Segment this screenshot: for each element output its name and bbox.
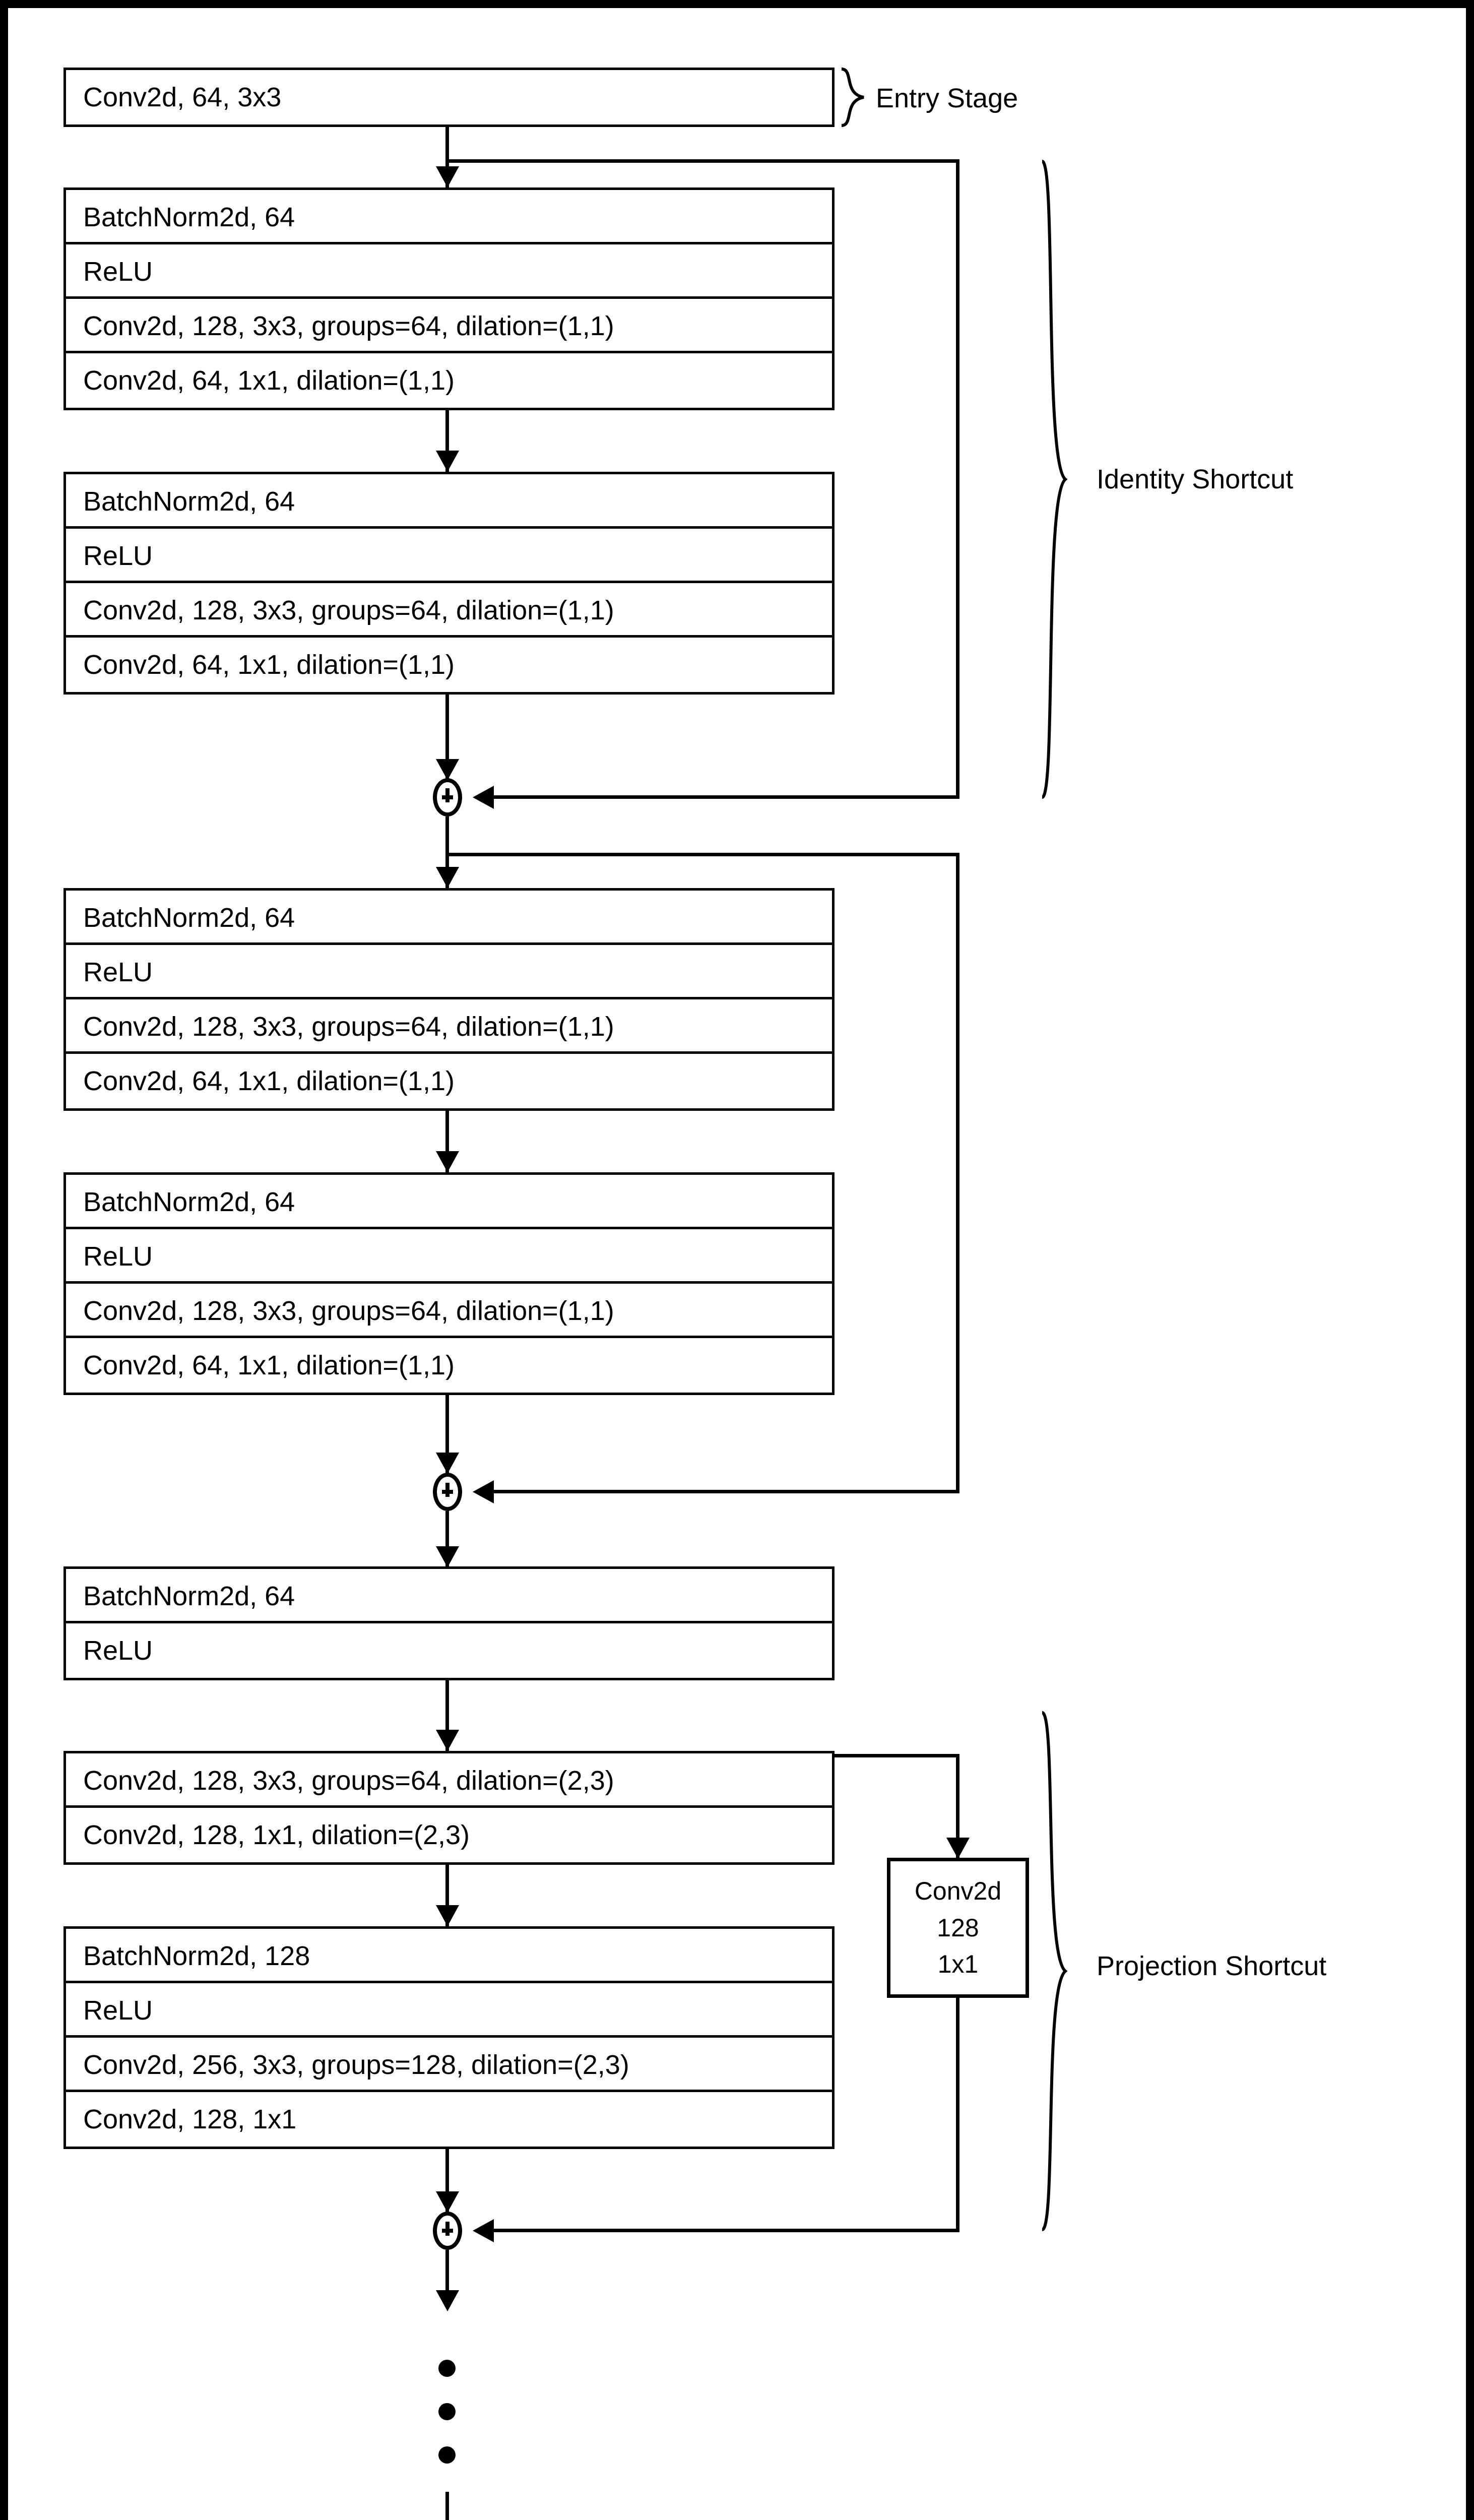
layer-row: Conv2d, 64, 1x1, dilation=(1,1): [66, 638, 832, 692]
layer-row: Conv2d, 256, 3x3, groups=128, dilation=(…: [66, 2038, 832, 2092]
flow-line: [445, 2250, 449, 2301]
layer-row: Conv2d, 128, 3x3, groups=64, dilation=(1…: [66, 1284, 832, 1338]
layer-row: BatchNorm2d, 64: [66, 1175, 832, 1229]
skip-arrowhead: [473, 2219, 494, 2242]
add-operator-node: [433, 1473, 462, 1511]
projection-shortcut-line: 128: [937, 1913, 979, 1942]
layer-row: BatchNorm2d, 64: [66, 891, 832, 945]
layer-row: ReLU: [66, 945, 832, 999]
flow-line: [445, 410, 449, 472]
skip-connection-line: [482, 1490, 959, 1493]
flow-line: [445, 1865, 449, 1926]
skip-arrowhead: [473, 786, 494, 809]
projection-skip-arrowhead: [946, 1838, 970, 1859]
layer-row: Conv2d, 64, 3x3: [66, 70, 832, 124]
identity-shortcut-label: Identity Shortcut: [1097, 464, 1294, 494]
projection-skip-rail: [956, 1998, 959, 2230]
layer-row: Conv2d, 128, 3x3, groups=64, dilation=(2…: [66, 1753, 832, 1808]
layer-row: Conv2d, 64, 1x1, dilation=(1,1): [66, 353, 832, 408]
flow-arrowhead: [436, 451, 459, 472]
flow-line: [445, 2149, 449, 2214]
layer-row: Conv2d, 64, 1x1, dilation=(1,1): [66, 1338, 832, 1393]
skip-connection-rail: [956, 159, 959, 798]
entry-stage-brace: [839, 68, 866, 127]
flow-arrowhead: [436, 867, 459, 888]
layer-row: Conv2d, 128, 1x1, dilation=(2,3): [66, 1808, 832, 1862]
skip-connection-line: [445, 159, 959, 163]
layer-row: BatchNorm2d, 64: [66, 474, 832, 529]
projection-shortcut-label: Projection Shortcut: [1097, 1951, 1327, 1981]
projection-prenorm-block: BatchNorm2d, 64 ReLU: [63, 1566, 835, 1680]
layer-row: Conv2d, 128, 3x3, groups=64, dilation=(1…: [66, 299, 832, 353]
identity-block: BatchNorm2d, 64 ReLU Conv2d, 128, 3x3, g…: [63, 888, 835, 1111]
projection-skip-rail: [956, 1754, 959, 1858]
flow-arrowhead: [436, 1905, 459, 1926]
layer-row: BatchNorm2d, 64: [66, 1569, 832, 1623]
layer-row: ReLU: [66, 529, 832, 583]
flow-arrowhead: [436, 759, 459, 780]
projection-block: Conv2d, 128, 3x3, groups=64, dilation=(2…: [63, 1751, 835, 1865]
ellipsis-dot: [438, 2403, 456, 2420]
entry-stage-block: Conv2d, 64, 3x3: [63, 68, 835, 127]
projection-skip-line: [482, 2229, 959, 2232]
entry-stage-label: Entry Stage: [876, 83, 1018, 113]
skip-connection-rail: [956, 853, 959, 1492]
add-operator-node: [433, 778, 462, 816]
layer-row: ReLU: [66, 1623, 832, 1678]
ellipsis-dot: [438, 2360, 456, 2377]
flow-line: [445, 127, 449, 187]
projection-shortcut-line: 1x1: [937, 1950, 979, 1979]
flow-arrowhead: [436, 166, 459, 187]
identity-block: BatchNorm2d, 64 ReLU Conv2d, 128, 3x3, g…: [63, 472, 835, 695]
flow-arrowhead: [436, 1730, 459, 1751]
layer-row: Conv2d, 128, 3x3, groups=64, dilation=(1…: [66, 999, 832, 1054]
layer-row: BatchNorm2d, 64: [66, 190, 832, 244]
layer-row: ReLU: [66, 1983, 832, 2038]
projection-shortcut-box: Conv2d 128 1x1: [887, 1858, 1029, 1998]
layer-row: ReLU: [66, 244, 832, 299]
projection-block: BatchNorm2d, 128 ReLU Conv2d, 256, 3x3, …: [63, 1926, 835, 2149]
layer-row: BatchNorm2d, 128: [66, 1929, 832, 1983]
layer-row: Conv2d, 64, 1x1, dilation=(1,1): [66, 1054, 832, 1108]
flow-arrowhead: [436, 1453, 459, 1474]
skip-connection-line: [482, 795, 959, 799]
layer-row: Conv2d, 128, 1x1: [66, 2092, 832, 2147]
flow-line: [445, 1680, 449, 1751]
add-operator-node: [433, 2212, 462, 2250]
identity-shortcut-brace: [1037, 159, 1067, 799]
flow-arrowhead: [436, 1546, 459, 1567]
flow-line: [445, 1111, 449, 1172]
flow-line: [445, 2492, 449, 2520]
flow-line: [445, 816, 449, 888]
flow-arrowhead: [436, 2290, 459, 2311]
flow-line: [445, 1511, 449, 1566]
layer-row: ReLU: [66, 1229, 832, 1284]
projection-shortcut-line: Conv2d: [914, 1877, 1002, 1906]
identity-block: BatchNorm2d, 64 ReLU Conv2d, 128, 3x3, g…: [63, 1172, 835, 1395]
ellipsis-dot: [438, 2446, 456, 2464]
flow-line: [445, 695, 449, 779]
identity-block: BatchNorm2d, 64 ReLU Conv2d, 128, 3x3, g…: [63, 187, 835, 410]
layer-row: Conv2d, 128, 3x3, groups=64, dilation=(1…: [66, 583, 832, 638]
skip-arrowhead: [473, 1480, 494, 1503]
projection-shortcut-brace: [1037, 1711, 1067, 2232]
flow-arrowhead: [436, 2191, 459, 2213]
flow-line: [445, 1395, 449, 1474]
skip-connection-line: [445, 853, 959, 856]
flow-arrowhead: [436, 1151, 459, 1172]
